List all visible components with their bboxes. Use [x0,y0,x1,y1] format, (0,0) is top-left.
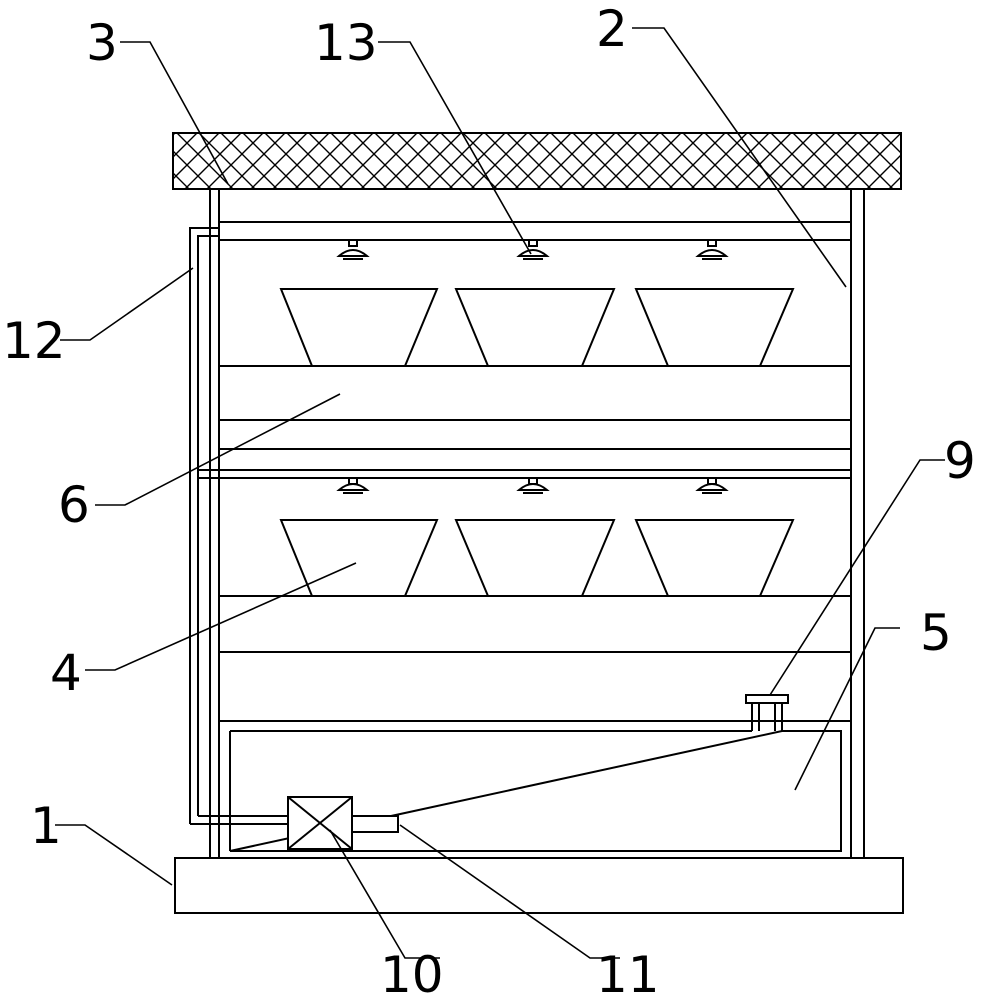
label-6: 6 [58,476,90,534]
outlet-pipe [351,815,399,833]
tank-inlet [745,694,789,731]
nozzle-upper-1 [336,239,370,260]
frame-right-post [850,190,865,858]
frame-left-post [209,190,220,858]
pot-upper-3 [634,288,795,367]
water-tank [229,730,842,852]
nozzle-lower-1 [336,477,370,494]
label-11: 11 [596,946,660,1000]
nozzle-lower-2 [516,477,550,494]
pot-upper-1 [279,288,439,367]
nozzle-upper-3 [695,239,729,260]
pot-upper-2 [454,288,616,367]
shelf-upper [218,365,852,421]
nozzle-upper-2 [516,239,550,260]
base-plate [174,857,904,914]
label-9: 9 [944,432,976,490]
label-4: 4 [50,644,82,702]
label-13: 13 [314,14,378,72]
label-2: 2 [596,0,628,58]
leader-lines [55,27,945,959]
label-5: 5 [920,604,952,662]
shelf-lower [218,595,852,653]
label-3: 3 [86,14,118,72]
pump [287,796,353,850]
branch-pipe-lower [219,469,851,479]
top-cover [172,132,902,190]
pot-lower-3 [634,519,795,597]
nozzle-lower-3 [695,477,729,494]
label-1: 1 [30,797,62,855]
pot-lower-1 [279,519,439,597]
label-12: 12 [2,312,66,370]
pot-lower-2 [454,519,616,597]
riser-pipe [189,227,288,825]
label-10: 10 [380,946,444,1000]
